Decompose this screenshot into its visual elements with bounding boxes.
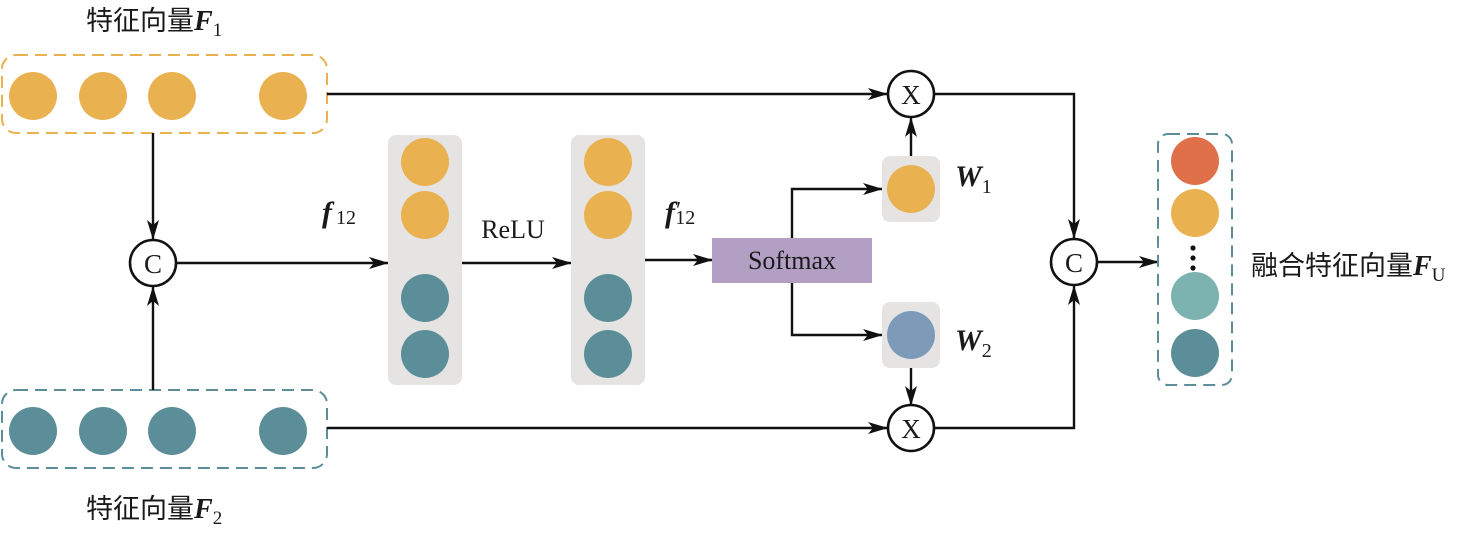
f1-element [259,72,307,120]
f12-vector [388,135,462,385]
concat-symbol: C [1065,248,1083,278]
f1-element [148,72,196,120]
ellipsis-dot [1190,255,1196,261]
multiply-symbol: X [901,414,921,444]
fused-element [1171,329,1219,377]
ellipsis-dot [1190,265,1196,271]
f1-label: 特征向量F1 [86,6,222,41]
f12-prime-element [584,138,632,186]
fused-element [1171,189,1219,237]
f12-prime-element [584,191,632,239]
concat-node-2: C [1049,237,1099,287]
fused-element [1171,137,1219,185]
concat-symbol: C [144,249,162,279]
f12-element [401,330,449,378]
relu-label: ReLU [481,215,545,244]
f2-element [148,407,196,455]
edge-softmax-to-w1 [790,183,883,238]
f12-prime-element [584,330,632,378]
w1-label: W1 [955,160,992,198]
multiply-symbol: X [901,80,921,110]
multiply-node-1: X [886,69,936,119]
fused-vector [1157,133,1233,386]
w2-weight [882,302,940,368]
fused-label: 融合特征向量FU [1251,251,1446,286]
w1-element [887,165,935,213]
f2-label: 特征向量F2 [86,494,222,529]
edge-multiply1-to-concat2 [934,92,1080,239]
f12-prime-element [584,274,632,322]
fused-element [1171,272,1219,320]
f2-element [259,407,307,455]
f2-element [9,407,57,455]
f12-prime-label: f′12 [665,196,695,229]
f12-element [401,191,449,239]
softmax-block: Softmax [712,238,872,283]
w1-weight [882,156,940,222]
f2-element [79,407,127,455]
f1-element [79,72,127,120]
multiply-node-2: X [886,403,936,453]
f12-prime-vector [571,135,645,385]
w2-label: W2 [955,324,992,362]
concat-node-1: C [128,238,178,288]
f1-element [9,72,57,120]
w2-element [887,311,935,359]
softmax-label: Softmax [748,246,836,275]
edge-multiply2-to-concat2 [934,285,1080,430]
f12-element [401,274,449,322]
f12-element [401,138,449,186]
ellipsis-dot [1190,245,1196,251]
edge-softmax-to-w2 [790,283,883,341]
